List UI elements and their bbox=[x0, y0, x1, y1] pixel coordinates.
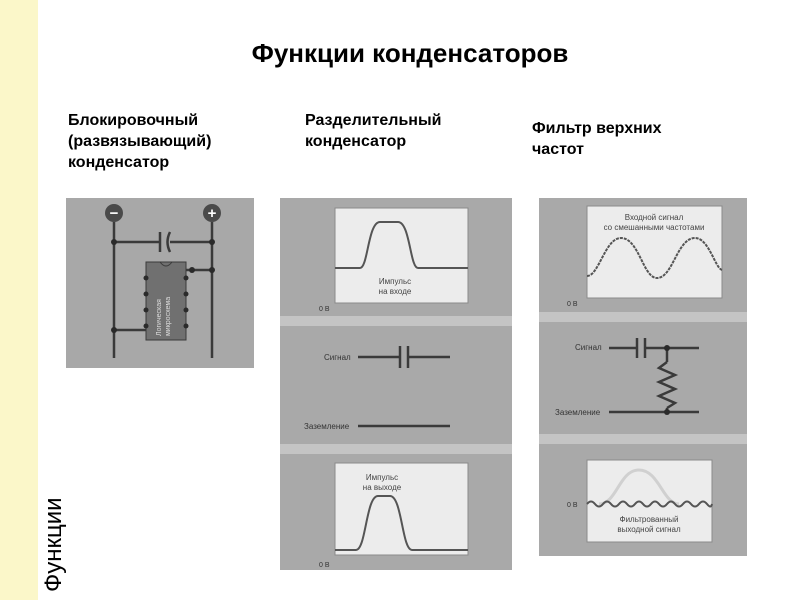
zero-label-1: 0 В bbox=[567, 301, 578, 308]
zero-label-1: 0 В bbox=[319, 306, 330, 313]
divider-band-top bbox=[280, 316, 512, 326]
chip-label-line1: Логическая bbox=[156, 299, 163, 336]
decoupling-diagram: Логическая микросхема − + bbox=[66, 198, 254, 368]
faint-envelope bbox=[598, 468, 680, 506]
output-pulse-card bbox=[334, 462, 469, 556]
resistor-icon bbox=[655, 361, 679, 410]
logic-chip bbox=[145, 261, 187, 341]
coupling-diagram: Импульс на входе 0 В Сигнал Заземление И… bbox=[280, 198, 512, 570]
input-pulse-label2: на входе bbox=[379, 287, 412, 296]
sidebar-label: Функции bbox=[40, 497, 67, 592]
column-title-decoupling: Блокировочный (развязывающий) конденсато… bbox=[68, 112, 212, 171]
chip-notch bbox=[159, 261, 173, 267]
output-pulse-label2: на выходе bbox=[363, 483, 402, 492]
ground-label: Заземление bbox=[555, 408, 601, 417]
output-pulse-label1: Импульс bbox=[366, 473, 398, 482]
zero-label-2: 0 В bbox=[319, 562, 330, 569]
input-signal-label1: Входной сигнал bbox=[625, 213, 684, 222]
minus-sign: − bbox=[110, 205, 119, 222]
highpass-diagram: Входной сигнал со смешанными частотами 0… bbox=[539, 198, 747, 556]
divider-band-bottom bbox=[280, 444, 512, 454]
divider-band-bottom bbox=[539, 434, 747, 444]
mixed-frequency-wave bbox=[586, 236, 723, 280]
signal-label: Сигнал bbox=[575, 343, 602, 352]
chip-label-line2: микросхема bbox=[165, 297, 172, 336]
column-title-coupling: Разделительный конденсатор bbox=[305, 112, 442, 150]
filtered-wave bbox=[586, 500, 713, 508]
column-title-highpass: Фильтр верхних частот bbox=[532, 120, 662, 158]
page-title: Функции конденсаторов bbox=[251, 38, 569, 68]
minus-terminal-icon bbox=[105, 204, 123, 222]
output-signal-label2: выходной сигнал bbox=[617, 525, 681, 534]
sidebar-strip bbox=[0, 0, 38, 600]
signal-label: Сигнал bbox=[324, 353, 351, 362]
ground-label: Заземление bbox=[304, 422, 350, 431]
plus-sign: + bbox=[208, 205, 217, 222]
output-pulse-wave bbox=[335, 495, 468, 551]
zero-label-2: 0 В bbox=[567, 502, 578, 509]
input-signal-label2: со смешанными частотами bbox=[604, 223, 705, 232]
input-pulse-wave bbox=[335, 221, 468, 269]
plus-terminal-icon bbox=[203, 204, 221, 222]
cap-plate-right bbox=[166, 231, 172, 253]
output-signal-label1: Фильтрованный bbox=[620, 515, 679, 524]
input-pulse-label1: Импульс bbox=[379, 277, 411, 286]
input-signal-card bbox=[586, 205, 723, 299]
divider-band-top bbox=[539, 312, 747, 322]
